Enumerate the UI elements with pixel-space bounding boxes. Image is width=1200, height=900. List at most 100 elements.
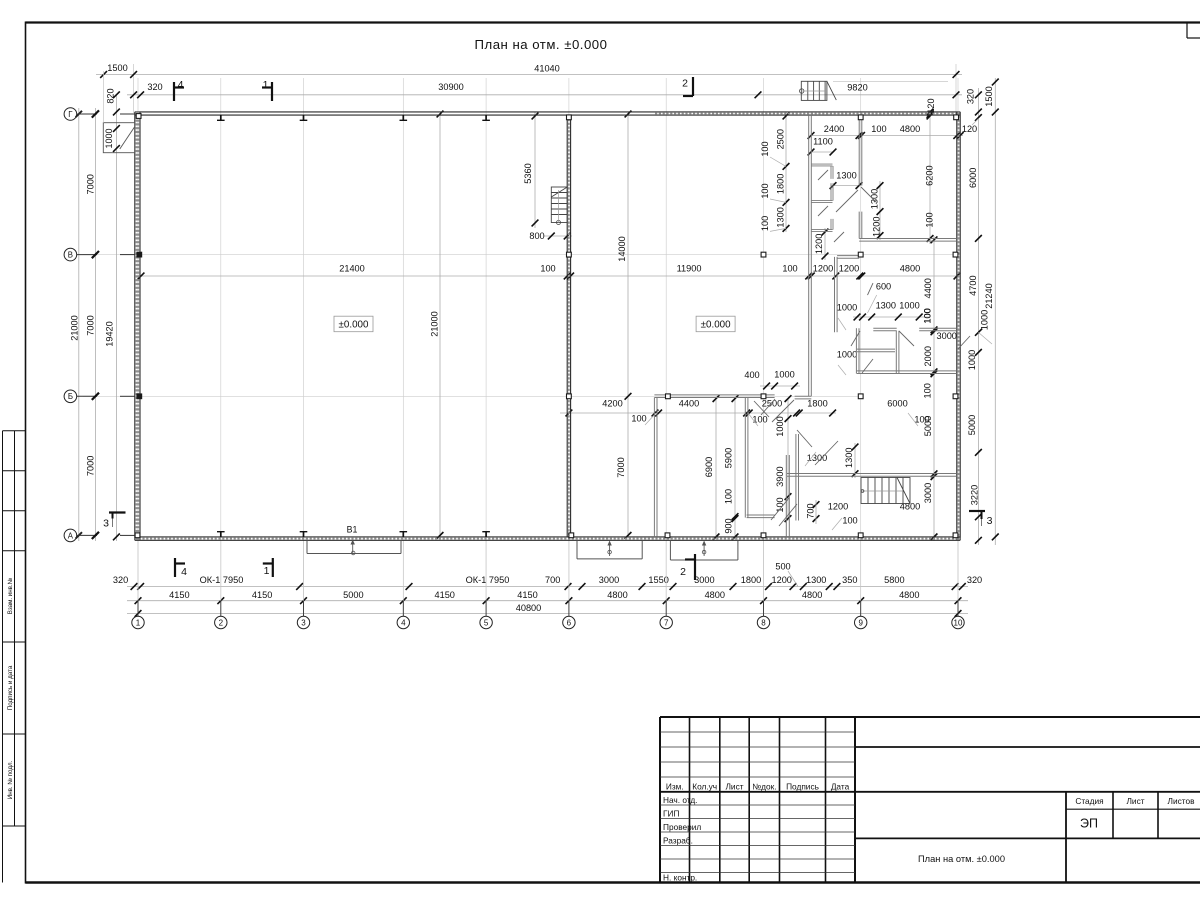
svg-text:100: 100 — [782, 264, 797, 274]
svg-text:5000: 5000 — [923, 416, 933, 436]
svg-text:4400: 4400 — [679, 399, 699, 409]
svg-text:1000: 1000 — [104, 128, 114, 148]
svg-text:2: 2 — [682, 78, 688, 90]
svg-text:9: 9 — [858, 619, 863, 628]
svg-text:Подпись: Подпись — [786, 781, 819, 791]
svg-text:Лист: Лист — [1126, 796, 1144, 806]
svg-text:350: 350 — [842, 575, 857, 585]
svg-text:120: 120 — [926, 98, 936, 113]
svg-text:ГИП: ГИП — [663, 808, 679, 818]
svg-text:1000: 1000 — [774, 370, 794, 380]
svg-text:19420: 19420 — [105, 321, 115, 347]
svg-text:6900: 6900 — [704, 457, 714, 477]
svg-text:8: 8 — [761, 619, 766, 628]
svg-text:№док.: №док. — [752, 781, 776, 791]
svg-text:100: 100 — [842, 516, 857, 526]
svg-text:6200: 6200 — [925, 165, 935, 185]
svg-text:1500: 1500 — [107, 63, 127, 73]
svg-text:14000: 14000 — [617, 236, 627, 262]
svg-text:Подпись и дата: Подпись и дата — [7, 665, 14, 710]
svg-text:320: 320 — [113, 575, 128, 585]
svg-text:Н. контр.: Н. контр. — [663, 872, 697, 882]
svg-text:1000: 1000 — [837, 303, 857, 313]
svg-text:1200: 1200 — [828, 502, 848, 512]
svg-text:1200: 1200 — [813, 264, 833, 274]
svg-text:100: 100 — [724, 489, 734, 504]
svg-text:Б: Б — [68, 392, 73, 401]
svg-text:4800: 4800 — [607, 590, 627, 600]
svg-text:ЭП: ЭП — [1080, 817, 1098, 831]
svg-text:30900: 30900 — [438, 82, 464, 92]
svg-text:1800: 1800 — [807, 399, 827, 409]
svg-text:700: 700 — [805, 503, 815, 518]
svg-text:Стадия: Стадия — [1075, 796, 1103, 806]
svg-text:100: 100 — [775, 497, 785, 512]
svg-text:800: 800 — [529, 231, 544, 241]
svg-text:5800: 5800 — [884, 575, 904, 585]
svg-text:100: 100 — [923, 383, 933, 398]
svg-text:±0.000: ±0.000 — [701, 319, 731, 330]
svg-text:1300: 1300 — [775, 207, 785, 227]
svg-text:100: 100 — [760, 216, 770, 231]
svg-text:10: 10 — [954, 619, 963, 628]
svg-text:100: 100 — [871, 124, 886, 134]
svg-text:11900: 11900 — [677, 264, 702, 274]
svg-text:3000: 3000 — [936, 331, 956, 341]
svg-text:3900: 3900 — [775, 466, 785, 486]
svg-text:4800: 4800 — [705, 590, 725, 600]
svg-text:21240: 21240 — [984, 283, 994, 309]
svg-text:Проверил: Проверил — [663, 822, 701, 832]
svg-text:1: 1 — [263, 79, 269, 91]
svg-text:3000: 3000 — [923, 483, 933, 503]
svg-text:6000: 6000 — [968, 168, 978, 188]
svg-text:1300: 1300 — [836, 171, 856, 181]
svg-text:320: 320 — [967, 575, 982, 585]
svg-text:5000: 5000 — [343, 590, 363, 600]
svg-text:2: 2 — [219, 619, 224, 628]
svg-text:100: 100 — [631, 414, 646, 424]
svg-text:6: 6 — [567, 619, 572, 628]
svg-text:7000: 7000 — [616, 457, 626, 477]
svg-text:100: 100 — [922, 308, 932, 323]
svg-text:3: 3 — [987, 515, 993, 527]
svg-text:Г: Г — [68, 110, 73, 119]
svg-text:4150: 4150 — [517, 590, 537, 600]
svg-text:1100: 1100 — [813, 137, 833, 147]
svg-text:7000: 7000 — [85, 174, 95, 194]
svg-text:1: 1 — [264, 565, 270, 577]
svg-text:1300: 1300 — [807, 453, 827, 463]
svg-text:3220: 3220 — [970, 485, 980, 505]
svg-text:1000: 1000 — [775, 416, 785, 436]
svg-text:Изм.: Изм. — [666, 781, 684, 791]
svg-text:120: 120 — [962, 124, 977, 134]
svg-text:7000: 7000 — [85, 456, 95, 476]
svg-text:100: 100 — [914, 414, 929, 424]
svg-text:21000: 21000 — [430, 311, 440, 337]
svg-text:1300: 1300 — [876, 301, 896, 311]
svg-text:2000: 2000 — [923, 346, 933, 366]
svg-text:1000: 1000 — [967, 350, 977, 370]
svg-text:820: 820 — [106, 88, 116, 103]
svg-text:4: 4 — [401, 619, 406, 628]
svg-text:1800: 1800 — [775, 174, 785, 194]
svg-text:700: 700 — [545, 575, 560, 585]
svg-text:400: 400 — [744, 370, 759, 380]
svg-text:4150: 4150 — [252, 590, 272, 600]
svg-text:Инв. № подл.: Инв. № подл. — [7, 760, 14, 799]
svg-text:3000: 3000 — [599, 575, 619, 585]
svg-text:41040: 41040 — [534, 64, 560, 74]
svg-text:4150: 4150 — [169, 590, 189, 600]
svg-text:500: 500 — [775, 562, 790, 572]
svg-text:±0.000: ±0.000 — [339, 319, 369, 330]
svg-text:1300: 1300 — [870, 189, 880, 209]
svg-text:1500: 1500 — [984, 86, 994, 106]
svg-text:4: 4 — [178, 79, 184, 91]
svg-text:4800: 4800 — [802, 590, 822, 600]
svg-text:Разраб.: Разраб. — [663, 835, 693, 845]
svg-text:5360: 5360 — [523, 163, 533, 183]
svg-text:5000: 5000 — [967, 415, 977, 435]
svg-text:А: А — [68, 531, 74, 540]
svg-text:3: 3 — [301, 619, 306, 628]
svg-text:В1: В1 — [347, 525, 358, 535]
svg-text:1: 1 — [136, 619, 141, 628]
